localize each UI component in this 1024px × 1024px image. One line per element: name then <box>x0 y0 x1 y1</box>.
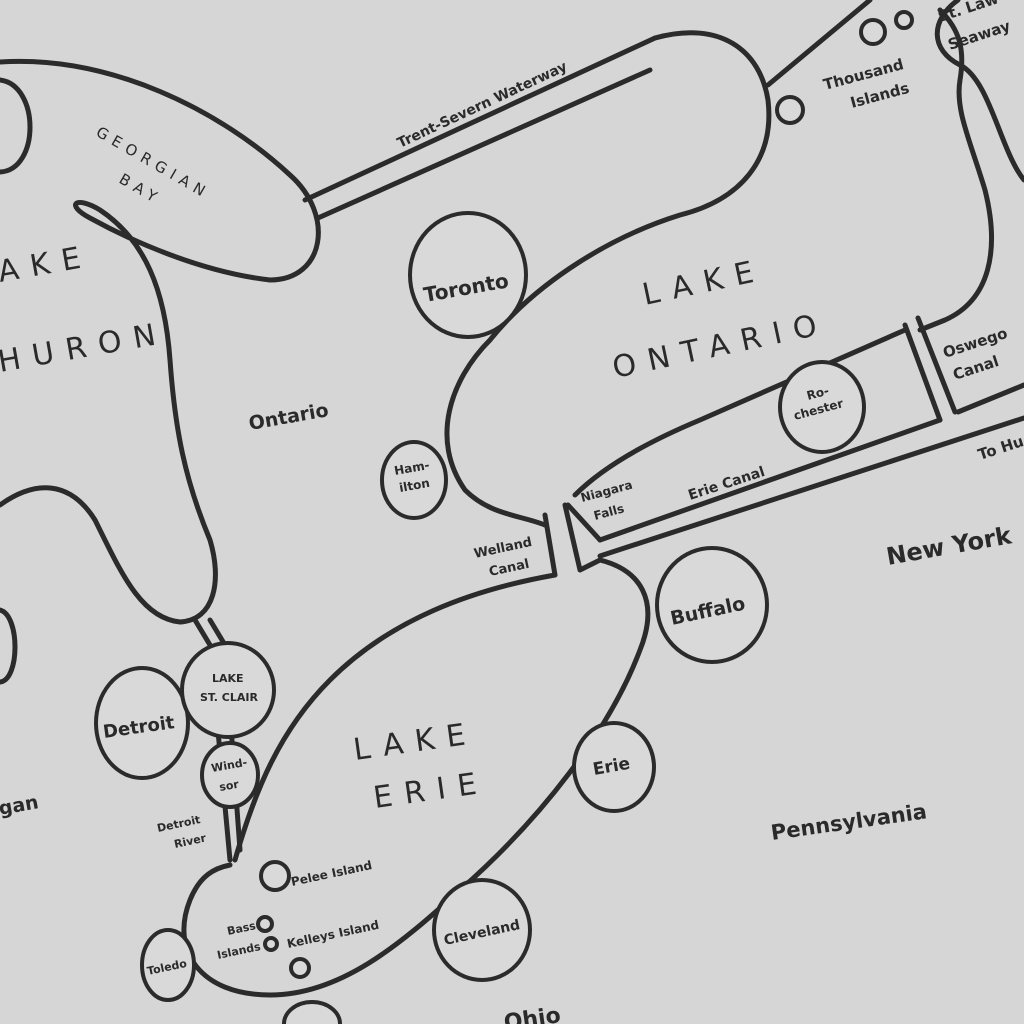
label-ontario-1: LAKE <box>639 253 768 313</box>
label-rochester-1: Ro- <box>805 384 830 403</box>
region-ontario: Ontario <box>247 399 330 435</box>
label-windsor-1: Wind- <box>210 756 248 775</box>
label-st-clair-2: ST. CLAIR <box>200 691 258 704</box>
lake-ontario-top <box>765 0 873 88</box>
label-kelleys-island: Kelleys Island <box>286 918 381 951</box>
city-rochester <box>778 360 866 454</box>
label-trent-severn: Trent-Severn Waterway <box>395 59 570 152</box>
label-st-clair-1: LAKE <box>212 672 244 685</box>
label-huron-1: AKE <box>0 239 95 290</box>
trent-severn-waterway <box>302 35 658 221</box>
lake-st-clair <box>180 641 276 739</box>
city-buffalo <box>655 546 769 664</box>
region-new-york: New York <box>884 521 1014 571</box>
label-oswego-1: Oswego <box>941 324 1010 362</box>
label-detroit-river-2: River <box>173 831 208 851</box>
city-detroit <box>94 666 190 780</box>
city-windsor <box>200 741 260 809</box>
label-hamilton-1: Ham- <box>393 458 431 478</box>
region-pennsylvania: Pennsylvania <box>769 799 928 845</box>
lake-huron-west-circle <box>0 77 33 175</box>
city-cleveland <box>432 878 532 982</box>
label-welland-2: Canal <box>488 557 531 580</box>
label-erie-1: LAKE <box>351 716 479 768</box>
city-hamilton <box>380 440 448 520</box>
island-thousand-2 <box>894 10 914 30</box>
erie-canal <box>597 415 1024 559</box>
label-pelee-island: Pelee Island <box>290 858 374 889</box>
lake-ontario-outline <box>444 7 994 528</box>
island-bass-2 <box>263 936 279 952</box>
label-huron-2: HURON <box>0 316 170 380</box>
oswego-canal <box>902 315 1024 423</box>
island-bass-1 <box>256 915 274 933</box>
label-erie-2: ERIE <box>371 765 490 816</box>
west-circle <box>0 607 18 685</box>
city-toronto <box>408 211 528 339</box>
city-toledo <box>140 928 196 1002</box>
island-thousand-3 <box>775 95 805 125</box>
region-ohio: Ohio <box>502 1003 562 1024</box>
st-lawrence-seaway <box>934 0 1024 183</box>
welland-canal <box>542 502 603 578</box>
label-windsor-2: sor <box>218 778 240 794</box>
island-pelee <box>259 860 291 892</box>
city-erie <box>572 721 656 813</box>
label-bass-islands-1: Bass <box>226 919 257 938</box>
region-michigan: gan <box>0 791 40 820</box>
lake-huron-outline <box>0 58 321 625</box>
label-hamilton-2: ilton <box>398 476 431 495</box>
city-sandusky <box>282 1000 342 1024</box>
island-kelleys <box>289 957 311 979</box>
label-bass-islands-2: Islands <box>216 940 262 962</box>
lake-erie-outline <box>181 557 651 998</box>
label-st-lawrence-2: Seaway <box>946 17 1013 54</box>
label-to-hudson: To Hu <box>976 432 1024 464</box>
label-niagara-2: Falls <box>592 501 626 523</box>
island-thousand-1 <box>859 18 887 46</box>
label-detroit-river-1: Detroit <box>156 813 202 835</box>
